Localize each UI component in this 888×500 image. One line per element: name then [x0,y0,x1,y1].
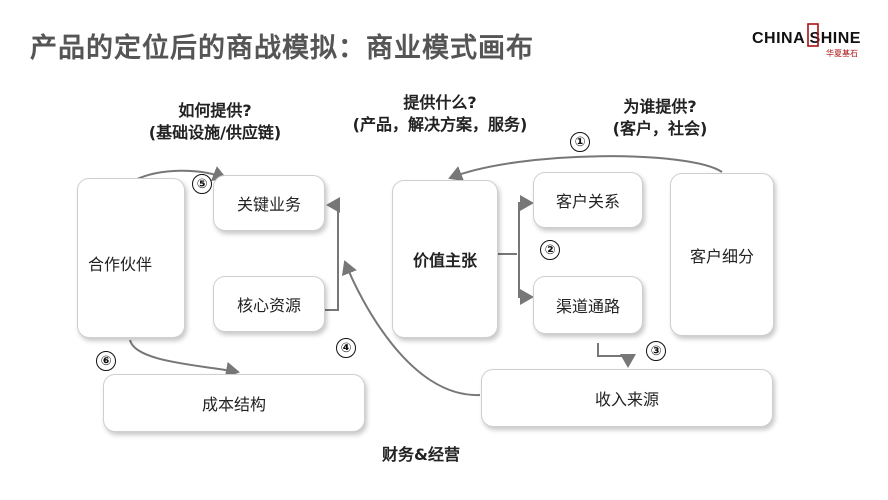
block-customer-segments: 客户细分 [670,173,774,336]
logo-subtext: 华夏基石 [826,49,858,58]
block-channels-label: 渠道通路 [555,297,620,316]
block-revenue-streams: 收入来源 [481,369,773,427]
step-number-1: ① [570,132,590,152]
block-partners: 合作伙伴 [77,178,185,338]
step-number-4: ④ [336,338,356,358]
question-what-sub: (产品，解决方案，服务) [352,115,528,134]
question-who: 为谁提供? (客户，社会) [585,96,735,140]
block-customer-relationships: 客户关系 [533,172,643,228]
question-how: 如何提供? (基础设施/供应链) [115,100,315,144]
question-how-title: 如何提供? [178,101,252,120]
step-number-6: ⑥ [96,351,116,371]
logo-mark-icon [807,23,819,47]
question-how-sub: (基础设施/供应链) [148,123,282,142]
arrow-6 [129,339,240,378]
block-customer-segments-label: 客户细分 [689,246,754,266]
block-key-activities: 关键业务 [213,175,325,231]
arrow-2-up [518,195,534,254]
arrow-3 [597,343,636,368]
block-value-proposition: 价值主张 [392,180,498,338]
footer-label: 财务&经营 [382,445,460,464]
logo-text: CHINA SHINE [752,30,861,47]
block-key-resources: 核心资源 [213,276,325,332]
block-key-activities-label: 关键业务 [236,195,301,214]
arrow-1 [448,155,723,181]
question-what-title: 提供什么? [403,93,477,112]
step-number-3: ③ [646,341,666,361]
page-title: 产品的定位后的商战模拟：商业模式画布 [30,33,534,64]
arrow-4 [341,260,481,397]
question-who-title: 为谁提供? [623,97,697,116]
question-what: 提供什么? (产品，解决方案，服务) [325,92,555,136]
step-number-2: ② [540,240,560,260]
arrow-2-down [518,254,534,305]
block-channels: 渠道通路 [533,276,643,334]
step-number-5: ⑤ [192,174,212,194]
block-revenue-streams-label: 收入来源 [594,390,659,409]
block-cost-structure: 成本结构 [103,374,365,432]
arrow-bracket-activities [325,197,340,311]
block-partners-label: 合作伙伴 [88,255,153,274]
block-value-proposition-label: 价值主张 [412,251,477,270]
block-cost-structure-label: 成本结构 [201,395,266,414]
china-shine-logo: CHINA SHINE 华夏基石 [752,23,861,58]
block-key-resources-label: 核心资源 [236,296,301,315]
block-customer-relationships-label: 客户关系 [555,192,620,211]
arrow-5 [134,166,227,181]
question-who-sub: (客户，社会) [612,119,708,138]
